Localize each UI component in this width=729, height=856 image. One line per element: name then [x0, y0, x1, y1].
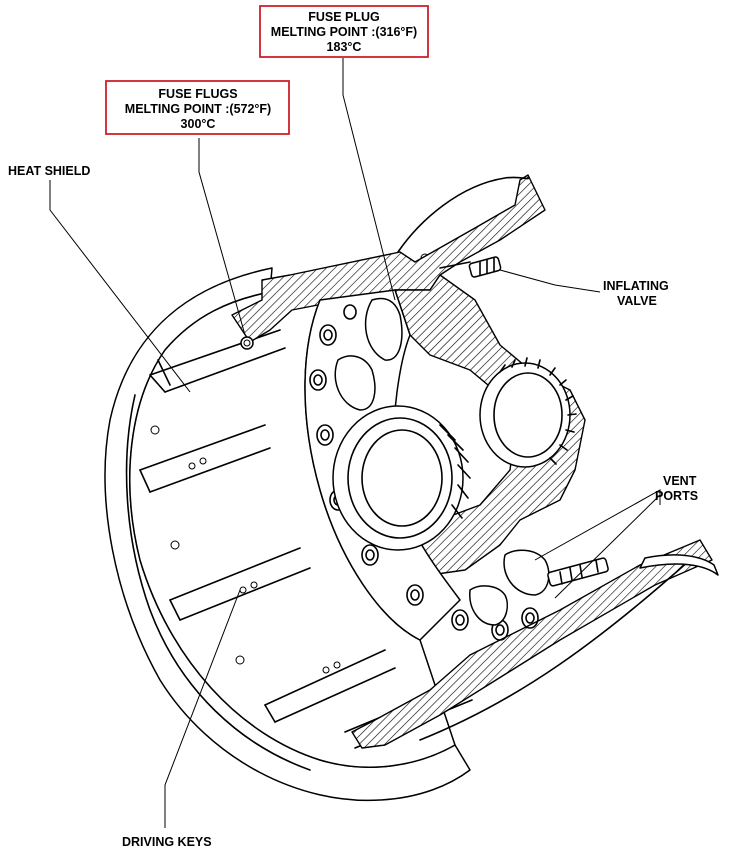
leader-inflating-valve [499, 269, 601, 293]
inflating-valve [439, 256, 502, 278]
fuse-plug-box [259, 5, 429, 58]
leader-heat-shield [49, 180, 191, 393]
heat-shield-label: HEAT SHIELD [8, 164, 90, 178]
inflating-valve-label-line2: VALVE [617, 294, 657, 308]
fuse-plug-celsius: 183°C [327, 40, 362, 54]
leader-vent-ports-2 [554, 494, 661, 599]
leader-driving-keys [164, 589, 241, 828]
callout-fuse-flugs: FUSE FLUGS MELTING POINT :(572°F) 300°C [105, 80, 290, 135]
inflating-valve-label-line1: INFLATING [603, 279, 669, 293]
fuse-flugs-title: FUSE FLUGS [158, 87, 237, 101]
bearing-bore [332, 405, 471, 551]
leader-fuse-flugs [198, 138, 246, 336]
fuse-flugs-box [105, 80, 290, 135]
fuse-flugs-celsius: 300°C [181, 117, 216, 131]
vent-tube [547, 557, 609, 587]
rear-bearing [479, 357, 577, 468]
leader-fuse-plug [342, 58, 396, 301]
wheel-drawing [104, 174, 719, 802]
vent-lobes [334, 297, 550, 626]
fuse-plug-melting-point: MELTING POINT :(316°F) [271, 25, 417, 39]
callout-fuse-plug: FUSE PLUG MELTING POINT :(316°F) 183°C [259, 5, 429, 58]
vent-ports-label-line1: VENT [663, 474, 697, 488]
fuse-plug-title: FUSE PLUG [308, 10, 380, 24]
fuse-flugs-melting-point: MELTING POINT :(572°F) [125, 102, 271, 116]
vent-ports-label-line2: PORTS [655, 489, 698, 503]
leader-lines [49, 58, 661, 828]
lower-flange [351, 539, 713, 749]
leader-vent-ports [534, 489, 661, 561]
driving-keys-label: DRIVING KEYS [122, 835, 212, 849]
